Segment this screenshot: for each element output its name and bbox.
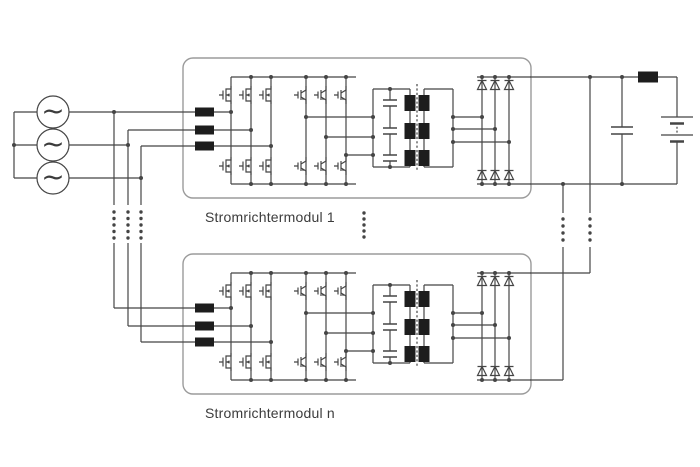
ac-symbol: ~ bbox=[41, 94, 64, 127]
module-n bbox=[114, 254, 531, 394]
continuation-dots-center bbox=[362, 211, 366, 239]
ac-source-network: ~ ~ ~ bbox=[12, 94, 141, 195]
module-1 bbox=[114, 58, 531, 198]
continuation-dots bbox=[112, 210, 592, 242]
three-phase-bus bbox=[13, 111, 141, 179]
module-n-label: Stromrichtermodul n bbox=[205, 405, 335, 421]
ac-source-3: ~ bbox=[36, 160, 70, 195]
ac-symbol: ~ bbox=[41, 127, 64, 160]
dc-output-bus bbox=[530, 75, 677, 381]
continuation-dots-left bbox=[112, 210, 143, 240]
ac-symbol: ~ bbox=[41, 160, 64, 193]
phase-risers bbox=[112, 110, 143, 342]
battery bbox=[661, 77, 693, 184]
dc-link-capacitor bbox=[611, 77, 633, 184]
output-inductor bbox=[638, 71, 658, 83]
module-1-label: Stromrichtermodul 1 bbox=[205, 209, 335, 225]
ac-source-2: ~ bbox=[36, 127, 70, 162]
continuation-dots-right bbox=[561, 217, 592, 242]
ac-source-1: ~ bbox=[36, 94, 70, 129]
